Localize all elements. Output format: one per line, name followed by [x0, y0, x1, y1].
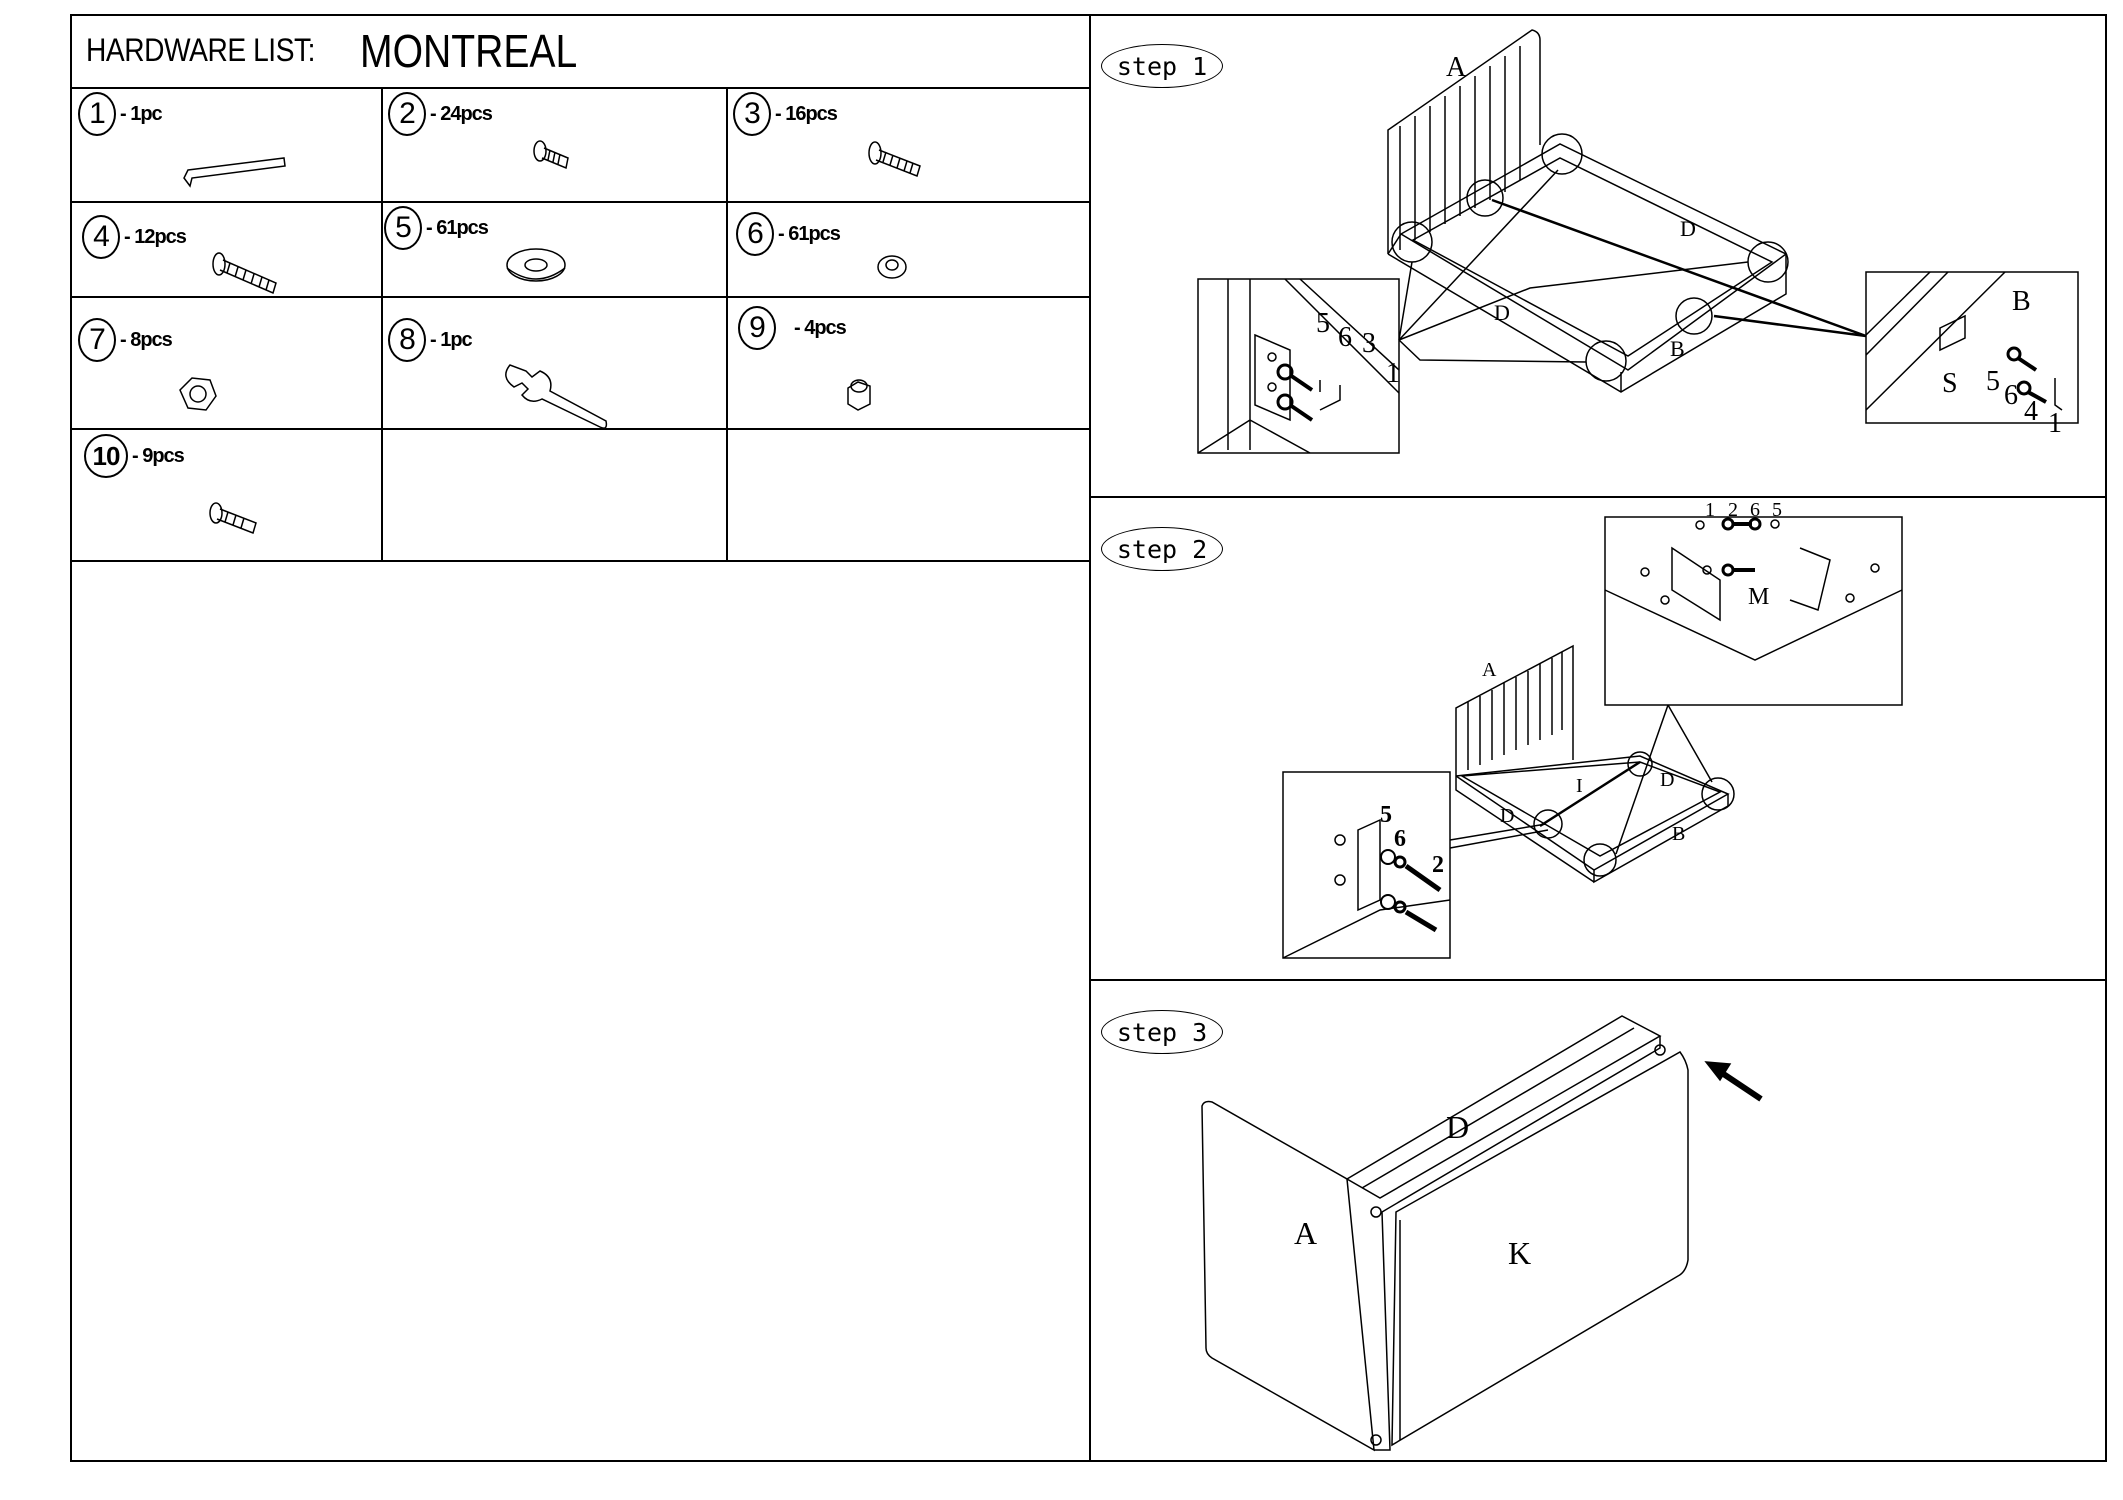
item-quantity: - 1pc — [430, 328, 473, 351]
part-label-s: S — [1942, 368, 1958, 399]
part-label-b: B — [2012, 286, 2031, 317]
hardware-callout: 5 — [1380, 802, 1392, 828]
item-number: 2 — [388, 92, 426, 136]
step1-part-labels: A D D B B S 5 6 3 1 5 6 4 1 — [1316, 52, 2062, 439]
part-label-d: D — [1446, 1109, 1469, 1145]
step2-bed-drawing — [1282, 516, 1903, 959]
item-quantity: - 8pcs — [120, 328, 173, 351]
hardware-item-4: 4- 12pcs — [82, 215, 187, 259]
hardware-callout: 5 — [1316, 308, 1330, 339]
hardware-item-6: 6- 61pcs — [736, 212, 841, 256]
item-quantity: - 61pcs — [778, 222, 841, 245]
part-label-k: K — [1508, 1235, 1531, 1271]
hardware-callout: 6 — [2004, 380, 2018, 411]
cap-nut-icon — [847, 379, 871, 411]
spring-washer-icon — [877, 255, 907, 279]
hardware-callout: 5 — [1986, 366, 2000, 397]
hardware-item-10: 10- 9pcs — [84, 434, 185, 478]
item-quantity: - 16pcs — [775, 102, 838, 125]
hardware-item-7: 7- 8pcs — [78, 318, 173, 362]
step-1-badge: step 1 — [1101, 44, 1223, 88]
hardware-callout: 6 — [1750, 499, 1760, 521]
item-number: 10 — [84, 434, 128, 478]
hardware-item-5: 5- 61pcs — [384, 206, 489, 250]
hardware-callout: 2 — [1728, 499, 1738, 521]
flat-washer-icon — [506, 248, 566, 282]
item-quantity: - 1pc — [120, 102, 163, 125]
item-quantity: - 4pcs — [794, 316, 847, 339]
medium-bolt-icon — [868, 141, 921, 177]
hardware-callout: 4 — [2024, 396, 2038, 427]
part-label-d: D — [1680, 216, 1696, 241]
long-bolt-icon — [212, 252, 277, 295]
item-quantity: - 24pcs — [430, 102, 493, 125]
hardware-list-label: HARDWARE LIST: — [86, 32, 316, 68]
hardware-callout: 1 — [1386, 358, 1400, 389]
hardware-callout: 6 — [1338, 322, 1352, 353]
hardware-callout: 5 — [1772, 499, 1782, 521]
item-number: 7 — [78, 318, 116, 362]
hardware-callout: 2 — [1432, 852, 1444, 878]
item-quantity: - 9pcs — [132, 444, 185, 467]
part-label-b: B — [1672, 823, 1685, 845]
part-label-d: D — [1660, 769, 1674, 791]
part-label-a: A — [1294, 1215, 1317, 1251]
hardware-callout: 6 — [1394, 826, 1406, 852]
part-label-m: M — [1748, 584, 1769, 610]
part-label-b: B — [1670, 336, 1685, 361]
hardware-callout: 1 — [2048, 408, 2062, 439]
hex-nut-icon — [179, 377, 217, 411]
frame-lines — [70, 14, 2107, 1462]
wrench-icon — [505, 364, 608, 429]
step3-part-labels: A D K — [1294, 1109, 1531, 1271]
hardware-item-8: 8- 1pc — [388, 318, 473, 362]
short-bolt-icon — [533, 140, 569, 170]
part-label-a: A — [1482, 659, 1497, 681]
item-quantity: - 61pcs — [426, 216, 489, 239]
item-number: 4 — [82, 215, 120, 259]
part-label-d: D — [1494, 300, 1510, 325]
item-quantity: - 12pcs — [124, 225, 187, 248]
item-number: 5 — [384, 206, 422, 250]
part-label-a: A — [1446, 52, 1467, 83]
step3-assembly-drawing — [1201, 1015, 1763, 1452]
step-3-badge: step 3 — [1101, 1010, 1223, 1054]
item-number: 1 — [78, 92, 116, 136]
step-2-badge: step 2 — [1101, 527, 1223, 571]
hardware-item-2: 2- 24pcs — [388, 92, 493, 136]
item-number: 9 — [738, 306, 776, 350]
allen-key-icon — [183, 157, 286, 188]
model-name: MONTREAL — [360, 25, 578, 77]
hardware-item-1: 1- 1pc — [78, 92, 163, 136]
hardware-callout: 3 — [1362, 328, 1376, 359]
hardware-item-3: 3- 16pcs — [733, 92, 838, 136]
bolt-icon — [209, 502, 257, 534]
part-label-d: D — [1500, 805, 1514, 827]
item-number: 3 — [733, 92, 771, 136]
step2-part-labels: A I D D B M 1 2 6 5 5 6 2 — [1380, 499, 1782, 878]
item-number: 8 — [388, 318, 426, 362]
item-number: 6 — [736, 212, 774, 256]
step1-bed-drawing — [1197, 29, 2079, 454]
hardware-item-9: 9 - 4pcs — [738, 306, 847, 350]
part-label-i: I — [1576, 775, 1583, 797]
hardware-callout: 1 — [1705, 499, 1715, 521]
